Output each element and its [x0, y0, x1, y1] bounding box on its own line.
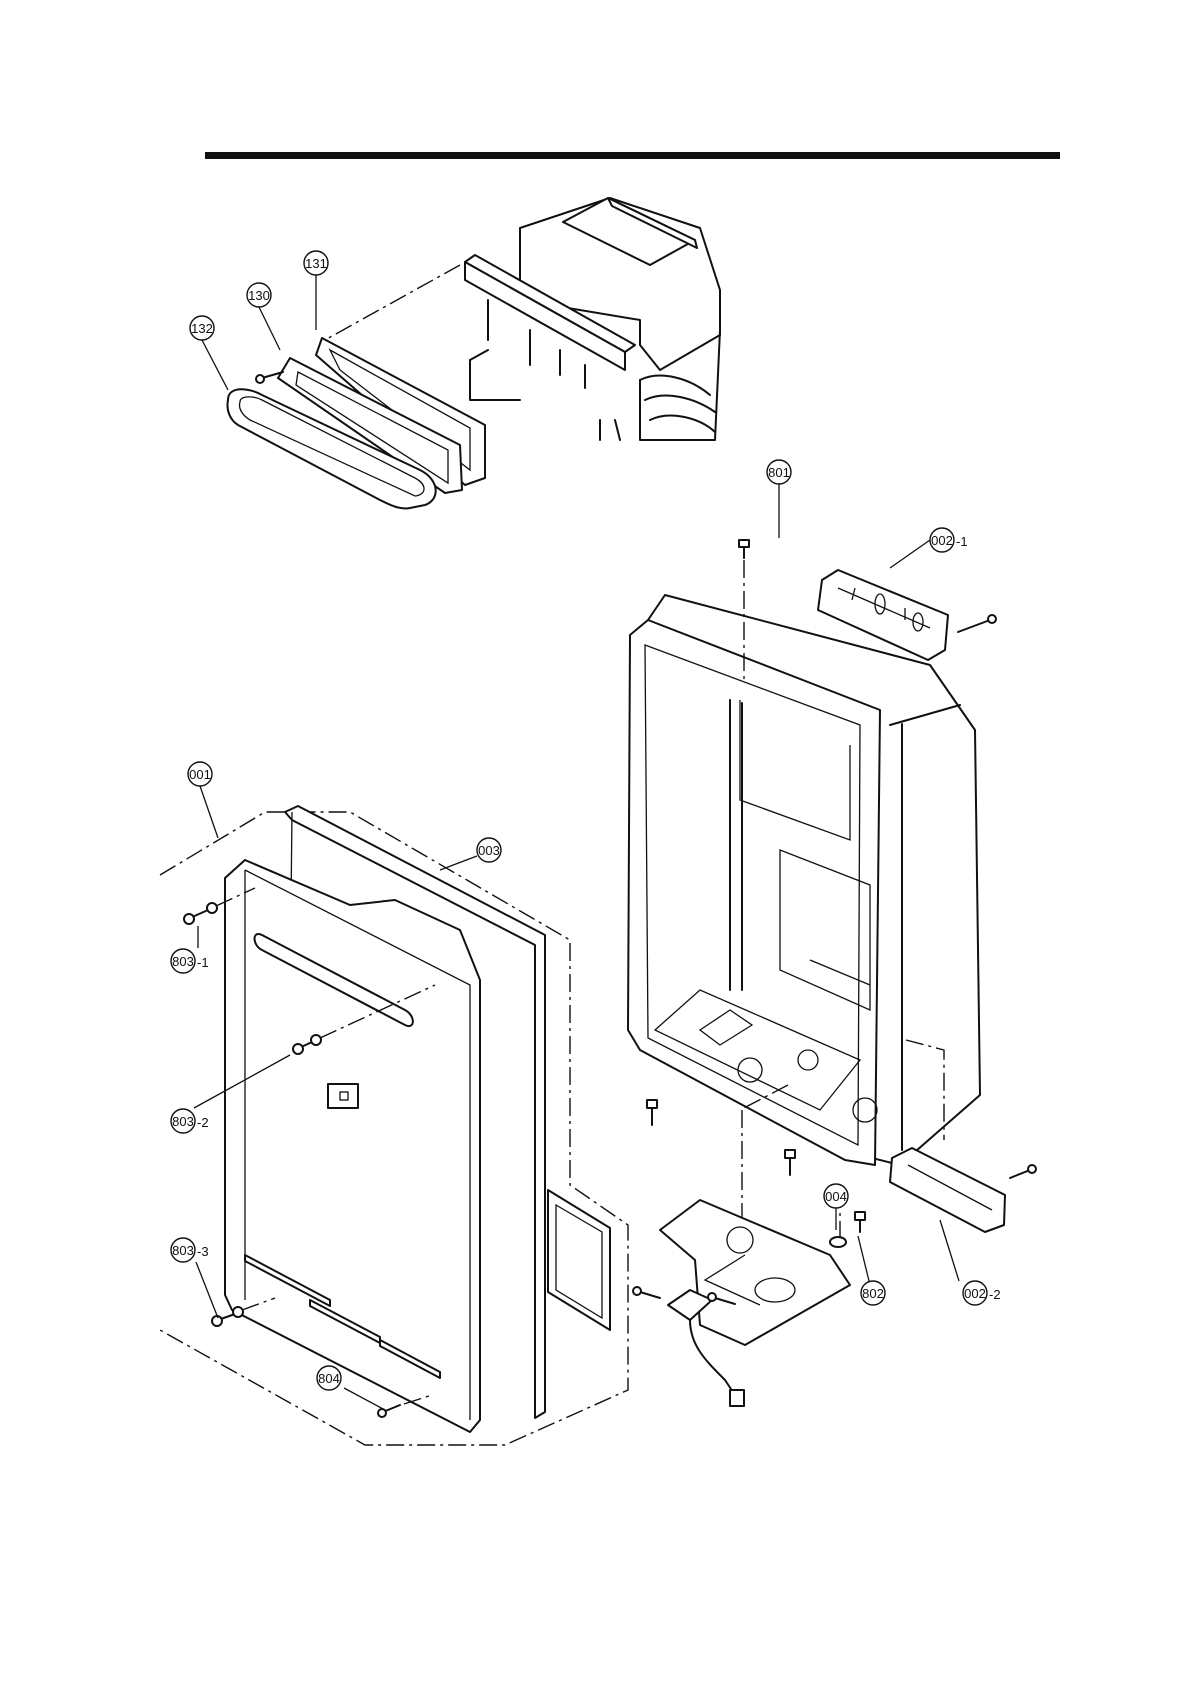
- callout-132: 132: [190, 316, 214, 340]
- callout-002-2-suffix: -2: [989, 1287, 1001, 1302]
- callout-002-2: 002 -2: [963, 1281, 1001, 1305]
- callout-002-1: 002 -1: [930, 528, 968, 552]
- callout-803-2-suffix: -2: [197, 1115, 209, 1130]
- callout-001: 001: [188, 762, 212, 786]
- callout-131-num: 131: [305, 256, 327, 271]
- callout-804-num: 804: [318, 1371, 340, 1386]
- callout-002-1-suffix: -1: [956, 534, 968, 549]
- leader-unit: [325, 265, 460, 340]
- wall-bracket-002-2: [890, 1148, 1036, 1232]
- callout-132-num: 132: [191, 321, 213, 336]
- label-plate: [548, 1190, 610, 1330]
- header-rule: [205, 152, 1060, 159]
- callout-004: 004: [824, 1184, 848, 1208]
- callout-803-3-suffix: -3: [197, 1244, 209, 1259]
- callout-004-num: 004: [825, 1189, 847, 1204]
- combustion-unit: [465, 198, 720, 440]
- callout-802-num: 802: [862, 1286, 884, 1301]
- callout-802: 802: [861, 1281, 885, 1305]
- callout-801-num: 801: [768, 465, 790, 480]
- callout-003-num: 003: [478, 843, 500, 858]
- callout-803-3: 803 -3: [171, 1238, 209, 1262]
- callout-002-1-num: 002: [931, 533, 953, 548]
- casing-body: [628, 595, 980, 1165]
- callout-803-1-num: 803: [172, 954, 194, 969]
- callout-803-1: 803 -1: [171, 949, 209, 973]
- callout-803-1-suffix: -1: [197, 955, 209, 970]
- callout-002-2-num: 002: [964, 1286, 986, 1301]
- callout-130-num: 130: [248, 288, 270, 303]
- callout-803-2: 803 -2: [171, 1109, 209, 1133]
- front-panel: [225, 860, 480, 1432]
- callout-801: 801: [767, 460, 791, 484]
- callout-803-3-num: 803: [172, 1243, 194, 1258]
- callout-131: 131: [304, 251, 328, 275]
- callout-001-num: 001: [189, 767, 211, 782]
- callout-803-2-num: 803: [172, 1114, 194, 1129]
- callout-130: 130: [247, 283, 271, 307]
- callout-804: 804: [317, 1366, 341, 1390]
- callout-003: 003: [477, 838, 501, 862]
